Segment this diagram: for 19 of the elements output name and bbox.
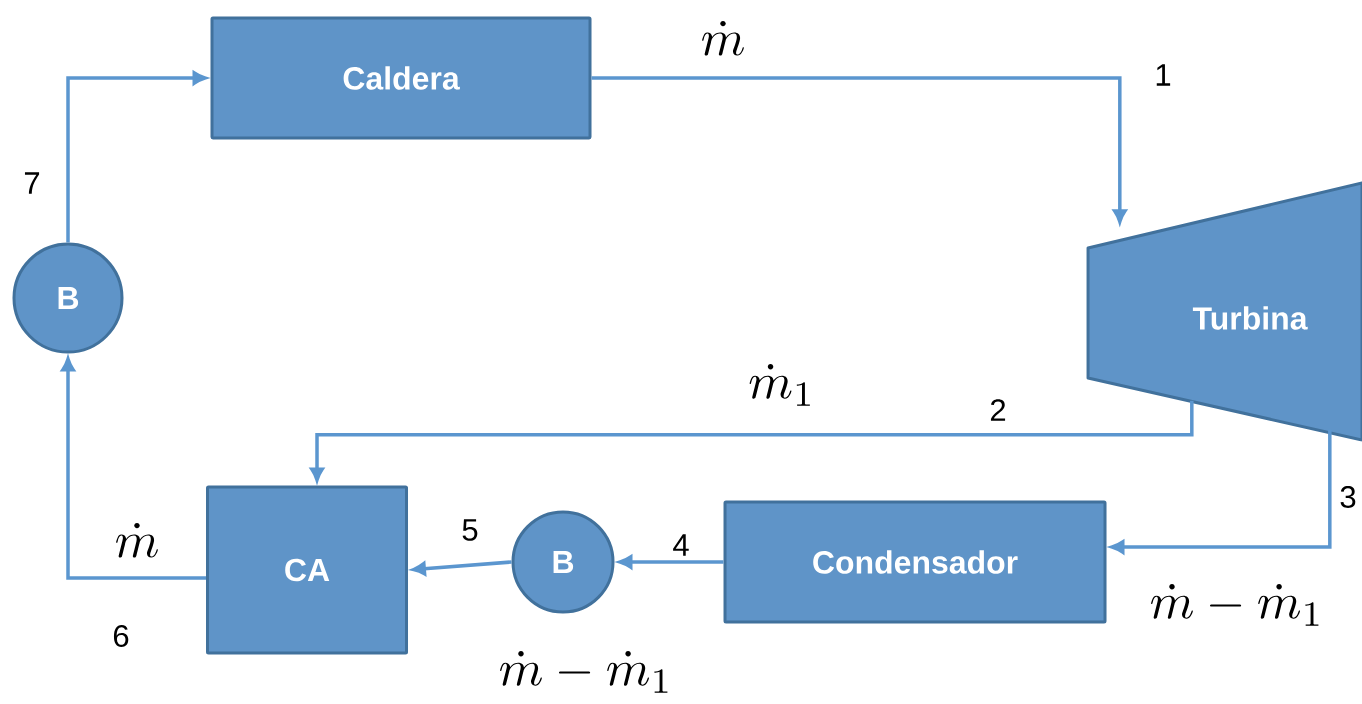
- state-number: 2: [990, 399, 1006, 421]
- arrow: [66, 71, 207, 243]
- flow-rate-label: $\dot{m}$: [116, 522, 158, 558]
- state-number: 5: [462, 519, 478, 541]
- flow-rate-label: $\dot{m}-\dot{m}_1$: [1151, 584, 1319, 626]
- state-number: 1: [1156, 64, 1171, 86]
- turbine-trapezoid: Turbina: [1086, 181, 1362, 442]
- flow-rate-label: $\dot{m}-\dot{m}_1$: [500, 651, 668, 693]
- process-box: Condensador: [723, 500, 1107, 624]
- flow-rate-label: $\dot{m}_1$: [749, 364, 810, 406]
- arrow: [618, 555, 724, 569]
- process-box: Caldera: [210, 16, 592, 140]
- state-number: 3: [1340, 486, 1356, 508]
- flow-rate-label: $\dot{m}$: [702, 20, 744, 56]
- state-number: 7: [24, 172, 40, 194]
- state-number: 6: [113, 625, 129, 647]
- state-number: 4: [673, 534, 689, 556]
- process-box: CA: [206, 485, 408, 655]
- arrow: [1110, 429, 1332, 554]
